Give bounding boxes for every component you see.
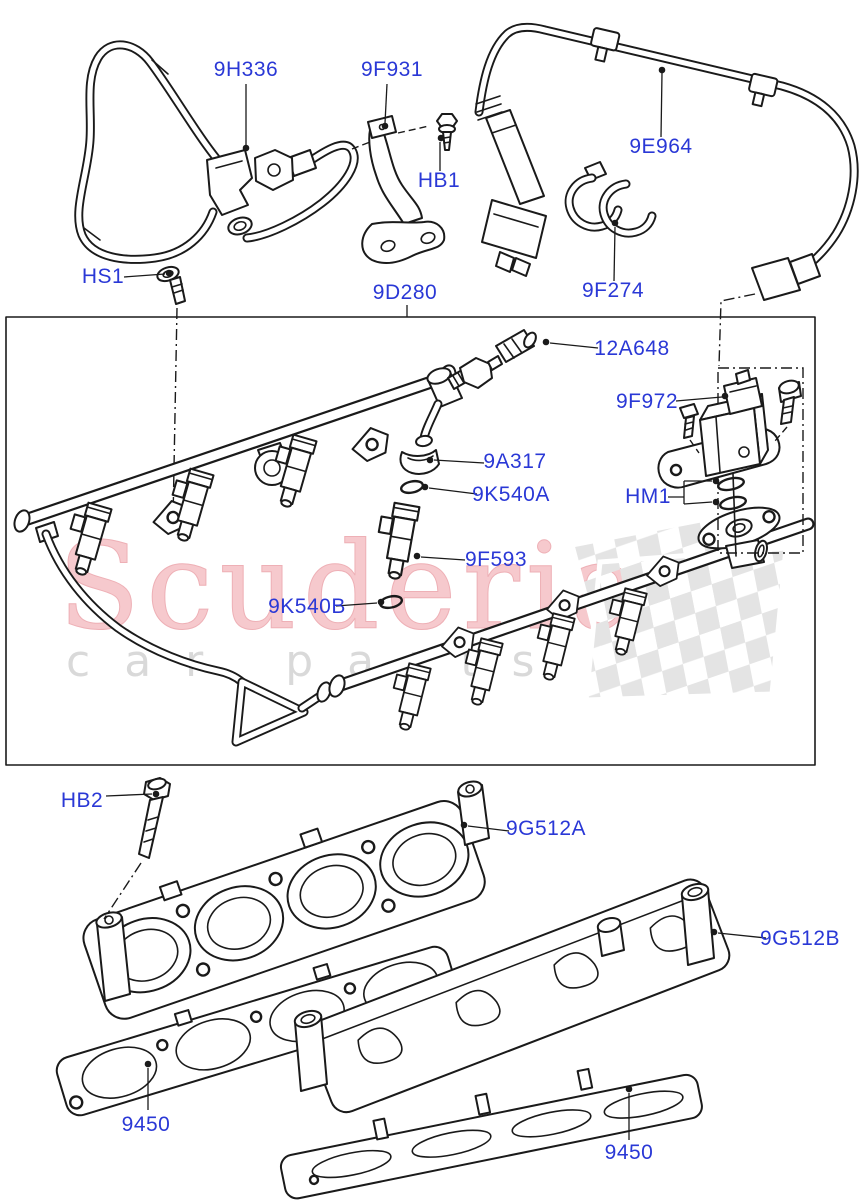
bolt-hb1: [436, 113, 458, 151]
callout-9F274: 9F274: [582, 279, 644, 302]
harness-9e964: [474, 22, 859, 367]
callout-9D280: 9D280: [373, 281, 437, 304]
callout-9K540A: 9K540A: [472, 483, 550, 506]
callout-9G512A: 9G512A: [506, 817, 586, 840]
o-ring-9k540a: [399, 479, 425, 495]
callout-9450-lower: 9450: [605, 1141, 654, 1164]
clamps-9f274: [564, 161, 657, 238]
callout-HB2: HB2: [61, 789, 103, 812]
callout-9H336: 9H336: [214, 58, 278, 81]
callout-9A317: 9A317: [483, 450, 546, 473]
watermark: Scuderia car parts: [58, 514, 789, 703]
harness-clip-icon: [748, 72, 779, 108]
fuel-rail-9d280: [13, 364, 463, 747]
callout-9F593: 9F593: [465, 548, 527, 571]
callout-9450-upper: 9450: [122, 1113, 171, 1136]
washers-hm1: [717, 476, 747, 511]
callout-9E964: 9E964: [629, 135, 692, 158]
callout-9F972: 9F972: [616, 390, 678, 413]
intake-manifold-9g512b: [293, 878, 731, 1114]
callout-9G512B: 9G512B: [760, 927, 840, 950]
fuel-rail-frame: [5, 316, 816, 766]
hose-assembly-9h336: [74, 40, 359, 264]
gasket-9450-lower: [279, 1067, 703, 1200]
valve-9f972: [657, 369, 802, 557]
intake-manifold-9g512a: [82, 780, 490, 1020]
harness-clip-icon: [590, 27, 621, 63]
callout-9K540B: 9K540B: [268, 595, 346, 618]
fuel-rail-lower: [328, 506, 815, 733]
callout-9F931: 9F931: [361, 58, 423, 81]
leader-lines: [105, 66, 767, 1140]
callout-HM1: HM1: [625, 485, 671, 508]
watermark-brand-text: Scuderia: [58, 518, 648, 657]
callout-HB1: HB1: [418, 169, 460, 192]
callout-12A648: 12A648: [594, 337, 669, 360]
callout-HS1: HS1: [82, 265, 124, 288]
sensor-12a648: [447, 329, 537, 390]
clip-9a317: [399, 449, 440, 475]
